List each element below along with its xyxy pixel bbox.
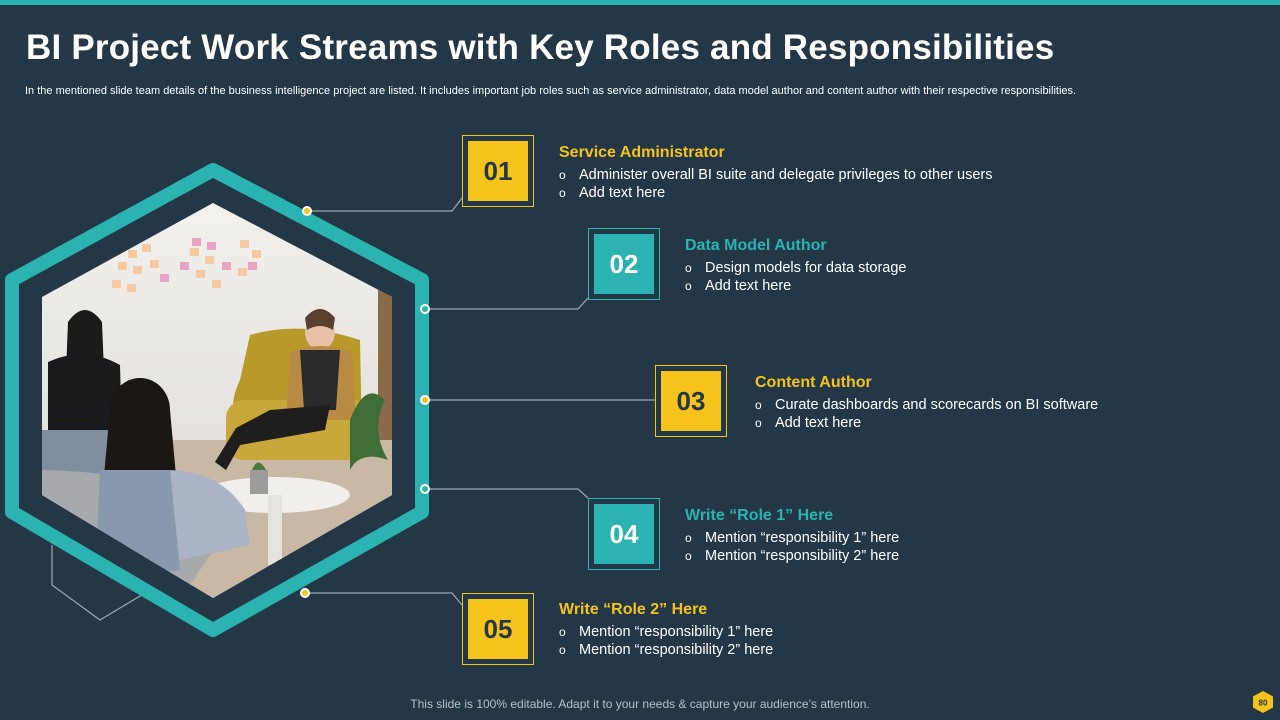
connector-dot-03 xyxy=(420,395,430,405)
bullet-icon: o xyxy=(685,549,692,563)
role-number-04-label: 04 xyxy=(594,504,654,564)
role-number-03-label: 03 xyxy=(661,371,721,431)
bullet-icon: o xyxy=(559,168,566,182)
bullet-icon: o xyxy=(685,261,692,275)
role-number-01: 01 xyxy=(462,135,534,207)
hexagon-border xyxy=(5,163,429,637)
role-title-02: Data Model Author xyxy=(685,237,827,254)
role-number-04: 04 xyxy=(588,498,660,570)
bullet-icon: o xyxy=(559,643,566,657)
role-title-05: Write “Role 2” Here xyxy=(559,601,708,618)
role-number-05: 05 xyxy=(462,593,534,665)
role-number-01-label: 01 xyxy=(468,141,528,201)
connector-dot-04 xyxy=(420,484,430,494)
top-accent-bar xyxy=(0,0,1280,5)
bullet-icon: o xyxy=(559,186,566,200)
footer-note: This slide is 100% editable. Adapt it to… xyxy=(410,697,870,711)
hexagon-photo-frame xyxy=(5,163,429,637)
role-number-03: 03 xyxy=(655,365,727,437)
page-number: 80 xyxy=(1259,699,1268,708)
connector-dot-01 xyxy=(302,206,312,216)
connector-dot-02 xyxy=(420,304,430,314)
role-title-04: Write “Role 1” Here xyxy=(685,507,834,524)
bullet-icon: o xyxy=(559,625,566,639)
page-title: BI Project Work Streams with Key Roles a… xyxy=(26,28,1055,67)
bullet-icon: o xyxy=(755,398,762,412)
decorative-outline xyxy=(51,545,151,621)
connector-dot-05 xyxy=(300,588,310,598)
page-subtitle: In the mentioned slide team details of t… xyxy=(25,85,1077,97)
role-number-05-label: 05 xyxy=(468,599,528,659)
bullet-icon: o xyxy=(755,416,762,430)
page-number-badge: 80 xyxy=(1253,691,1273,713)
role-number-02: 02 xyxy=(588,228,660,300)
bullet-icon: o xyxy=(685,279,692,293)
role-title-01: Service Administrator xyxy=(559,144,725,161)
role-number-02-label: 02 xyxy=(594,234,654,294)
role-title-03: Content Author xyxy=(755,374,872,391)
bullet-icon: o xyxy=(685,531,692,545)
